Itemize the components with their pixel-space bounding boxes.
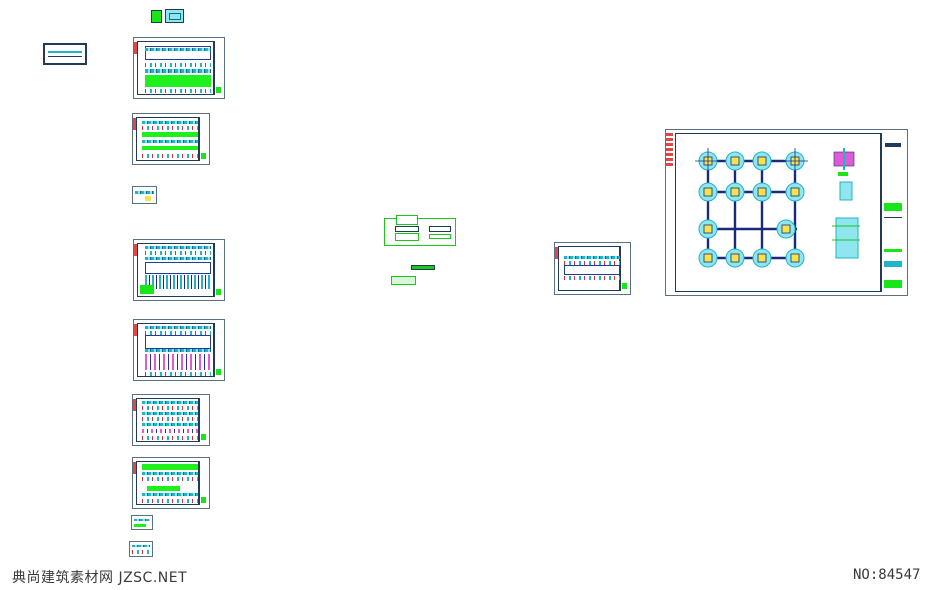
drawing-sheet[interactable]	[132, 394, 210, 446]
drawing-sheet[interactable]	[133, 319, 225, 381]
drawing-legend-bar[interactable]	[43, 43, 87, 65]
drawing-sheet[interactable]	[554, 242, 631, 295]
drawing-sheet[interactable]	[133, 239, 225, 301]
drawing-sheet[interactable]	[132, 457, 210, 509]
foundation-drawing-sheet[interactable]	[665, 129, 908, 296]
block-icon[interactable]	[165, 9, 184, 23]
drawing-sheet[interactable]	[132, 113, 210, 165]
foundation-grid	[695, 148, 860, 268]
detail-tag[interactable]	[391, 276, 416, 285]
detail-line[interactable]	[411, 265, 435, 270]
drawing-sheet[interactable]	[132, 186, 157, 204]
drawing-sheet[interactable]	[131, 515, 153, 530]
drawing-sheet[interactable]	[133, 37, 225, 99]
detail-block[interactable]	[384, 215, 456, 246]
layer-icon[interactable]	[151, 10, 162, 23]
detail-legend	[832, 148, 860, 259]
watermark-text: 典尚建筑素材网 JZSC.NET	[12, 570, 188, 586]
serial-number: NO:84547	[853, 567, 921, 583]
title-block	[881, 133, 904, 292]
drawing-sheet[interactable]	[129, 541, 153, 557]
